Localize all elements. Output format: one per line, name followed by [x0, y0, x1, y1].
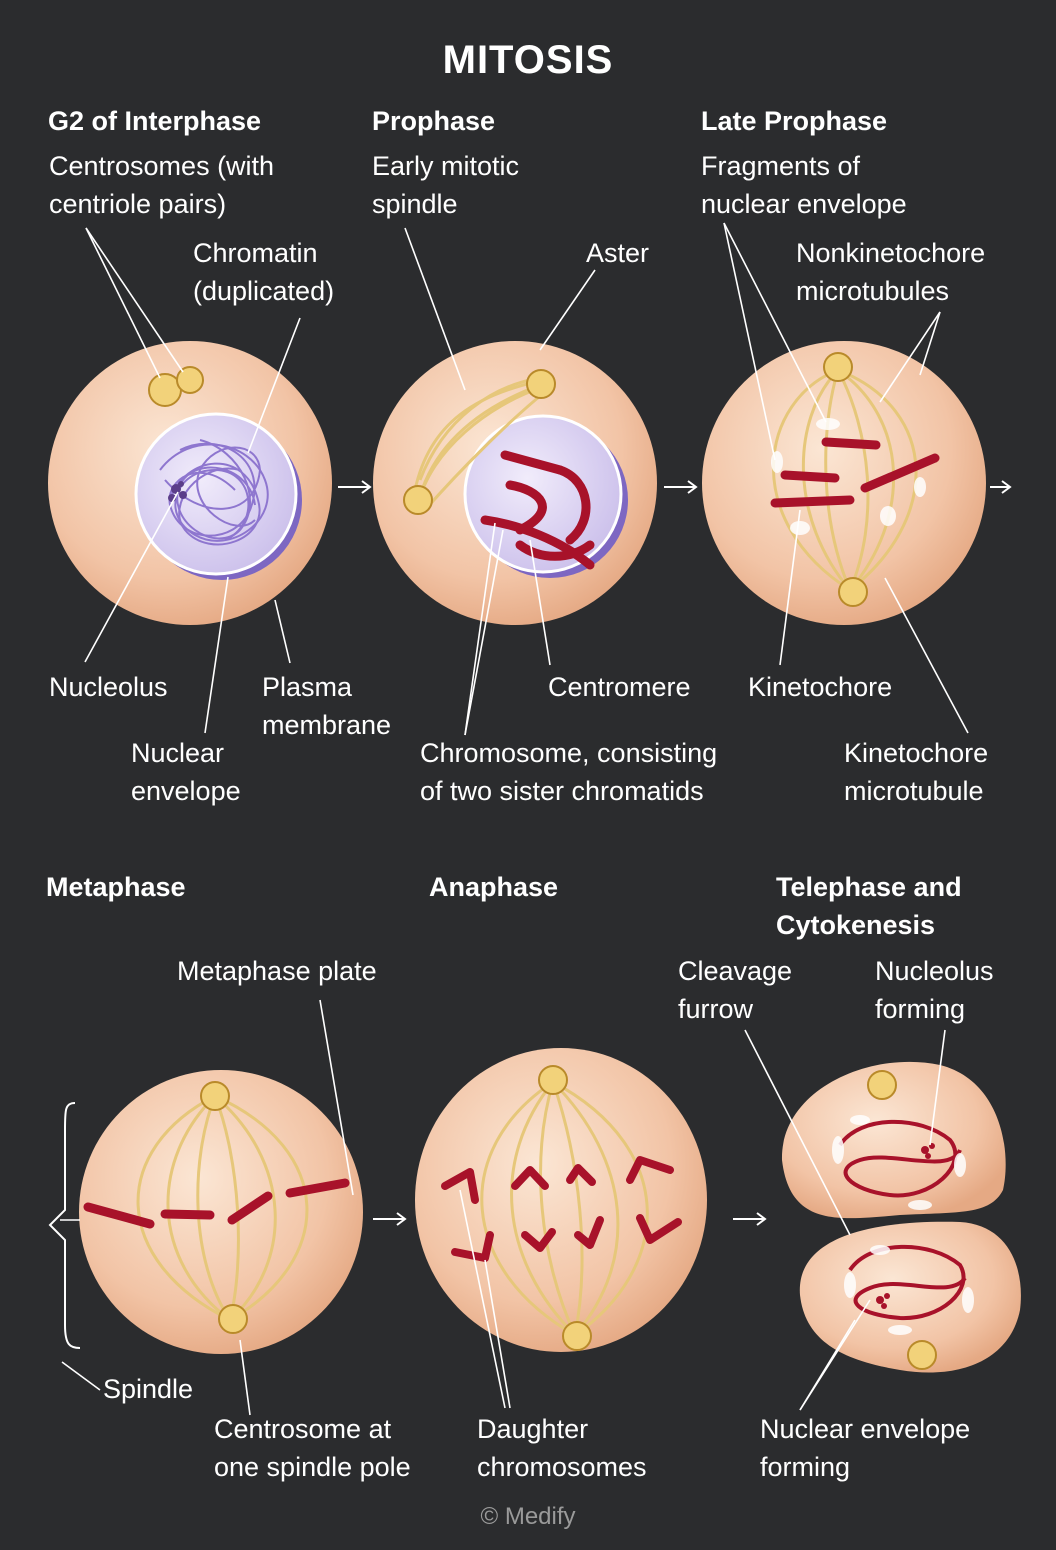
label-metaphase-plate: Metaphase plate: [177, 956, 377, 986]
metaphase-spindle: [136, 1094, 309, 1322]
label-nucleolus-forming: Nucleolus forming: [875, 956, 994, 1024]
label-cleavage-furrow: Cleavage furrow: [678, 956, 793, 1024]
early-spindle-fibers: [413, 378, 546, 511]
label-plasma-membrane: Plasma membrane: [262, 672, 392, 740]
label-nuclear-envelope: Nuclear envelope: [131, 738, 241, 806]
telophase-cells: [781, 1061, 1021, 1373]
stage-title-late-prophase: Late Prophase: [701, 106, 888, 136]
stage-title-g2: G2 of Interphase: [48, 106, 262, 136]
anaphase-cell: [415, 1048, 707, 1352]
label-daughter-chromosomes: Daughter chromosomes: [477, 1414, 647, 1482]
phase-arrows: [338, 480, 1012, 1226]
copyright: © Medify: [480, 1503, 576, 1530]
label-kinetochore: Kinetochore: [748, 672, 893, 702]
late-prophase-chromosomes: [770, 437, 940, 508]
late-prophase-cell: [702, 341, 986, 625]
stage-title-prophase: Prophase: [372, 106, 496, 136]
label-nonkinetochore: Nonkinetochore microtubules: [796, 238, 986, 306]
metaphase-cell: [48, 1070, 363, 1354]
leader-lines: [60, 222, 969, 1416]
label-nucleolus: Nucleolus: [49, 672, 168, 702]
g2-nucleus: [134, 412, 298, 576]
label-chromosome: Chromosome, consisting of two sister chr…: [420, 738, 718, 806]
anaphase-spindle: [480, 1080, 649, 1337]
stage-title-metaphase: Metaphase: [46, 872, 186, 902]
label-centrosome-pole: Centrosome at one spindle pole: [214, 1414, 411, 1482]
stage-title-telophase: Telephase and Cytokenesis: [776, 872, 962, 940]
daughter-chromosome-shapes: [441, 1156, 682, 1262]
prophase-chromosomes: [480, 450, 595, 570]
g2-cell: [48, 341, 332, 625]
label-aster: Aster: [586, 238, 650, 268]
label-kinetochore-microtubule: Kinetochore microtubule: [844, 738, 989, 806]
label-centromere: Centromere: [548, 672, 691, 702]
label-chromatin: Chromatin (duplicated): [193, 238, 335, 306]
label-early-spindle: Early mitotic spindle: [372, 151, 520, 219]
label-spindle: Spindle: [103, 1374, 194, 1404]
upper-daughter-cell: [781, 1061, 1006, 1219]
metaphase-chromosomes: [83, 1178, 350, 1229]
stage-title-anaphase: Anaphase: [429, 872, 559, 902]
label-envelope-forming: Nuclear envelope forming: [760, 1414, 971, 1482]
spindle-brace: [48, 1102, 81, 1349]
g2-nucleolus: [168, 481, 187, 502]
page-title: MITOSIS: [442, 38, 614, 82]
label-centrosomes: Centrosomes (with centriole pairs): [49, 151, 275, 219]
chromatin-tangle: [159, 439, 269, 546]
g2-centrosomes: [148, 366, 204, 407]
label-envelope-fragments: Fragments of nuclear envelope: [701, 151, 907, 219]
lower-daughter-cell: [799, 1221, 1021, 1373]
prophase-cell: [373, 341, 657, 625]
